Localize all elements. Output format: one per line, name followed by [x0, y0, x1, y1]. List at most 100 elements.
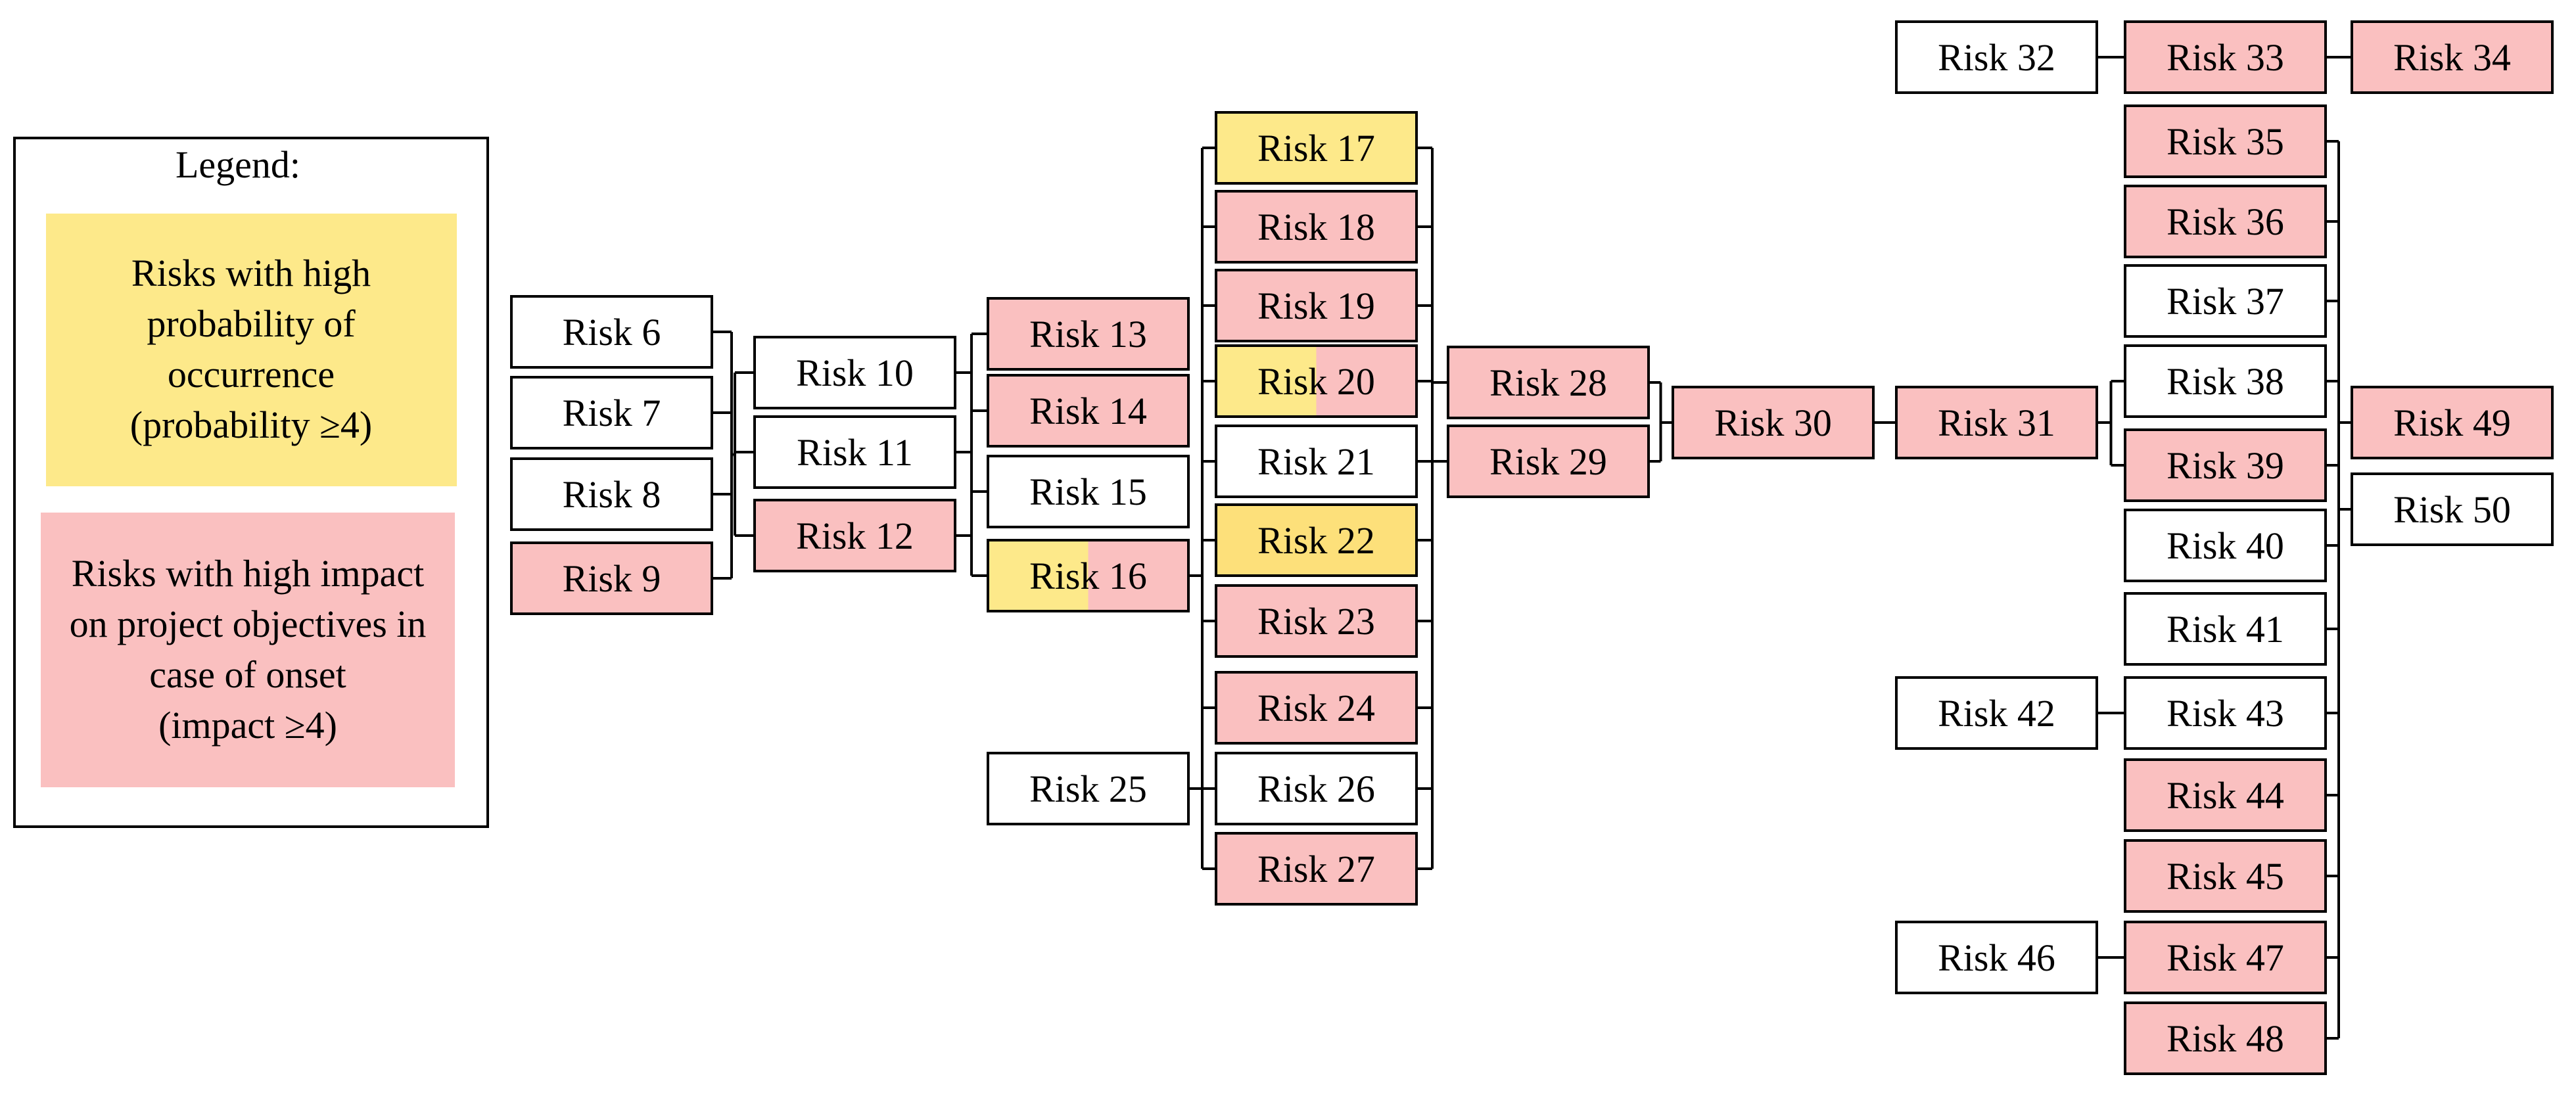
risk-box: [1215, 269, 1418, 342]
risk-box: [2124, 758, 2327, 832]
risk-box: [2351, 20, 2554, 94]
risk-box: [1447, 425, 1650, 498]
legend-impact-line-2: on project objectives in: [70, 603, 427, 645]
risk-node-6: Risk 6: [510, 295, 713, 369]
risk-node-37: Risk 37: [2124, 264, 2327, 338]
risk-label: Risk 44: [2166, 774, 2284, 817]
legend-impact-line-1: Risks with high impact: [72, 552, 425, 595]
risk-node-7: Risk 7: [510, 376, 713, 449]
legend-title: Legend:: [176, 143, 300, 186]
risk-node-12: Risk 12: [753, 499, 956, 572]
risk-node-22: Risk 22: [1215, 503, 1418, 577]
risk-label: Risk 49: [2393, 402, 2511, 444]
risk-node-48: Risk 48: [2124, 1001, 2327, 1075]
legend: Legend: Risks with high probability of o…: [13, 137, 489, 828]
legend-probability-line-1: Risks with high: [131, 252, 371, 294]
legend-probability-line-2: probability of: [147, 302, 356, 345]
risk-box: [1215, 503, 1418, 577]
risk-label: Risk 28: [1489, 361, 1607, 404]
risk-box: [2351, 472, 2554, 546]
risk-node-43: Risk 43: [2124, 676, 2327, 750]
risk-node-10: Risk 10: [753, 336, 956, 409]
risk-box: [1447, 346, 1650, 419]
risk-node-21: Risk 21: [1215, 425, 1418, 498]
risk-box: [2124, 264, 2327, 338]
risk-box: [2124, 592, 2327, 666]
risk-node-28: Risk 28: [1447, 346, 1650, 419]
risk-box: [2124, 185, 2327, 258]
risk-node-33: Risk 33: [2124, 20, 2327, 94]
risk-box: [1895, 676, 2098, 750]
risk-label: Risk 22: [1257, 519, 1375, 562]
risk-node-8: Risk 8: [510, 457, 713, 531]
risk-label: Risk 12: [796, 515, 914, 557]
risk-label: Risk 37: [2166, 280, 2284, 323]
risk-box: [1215, 190, 1418, 264]
risk-label: Risk 46: [1938, 936, 2055, 979]
risk-box: [1895, 20, 2098, 94]
legend-probability-line-4: (probability ≥4): [130, 403, 372, 446]
risk-node-35: Risk 35: [2124, 104, 2327, 178]
risk-node-32: Risk 32: [1895, 20, 2098, 94]
risk-label: Risk 7: [563, 392, 661, 434]
risk-node-41: Risk 41: [2124, 592, 2327, 666]
risk-label: Risk 31: [1938, 402, 2055, 444]
risk-label: Risk 36: [2166, 200, 2284, 243]
risk-box: [1672, 386, 1875, 459]
risk-node-34: Risk 34: [2351, 20, 2554, 94]
risk-label: Risk 21: [1257, 440, 1375, 483]
risk-box: [1895, 386, 2098, 459]
risk-box: [753, 336, 956, 409]
risk-label: Risk 30: [1714, 402, 1832, 444]
legend-probability-line-3: occurrence: [168, 353, 335, 396]
risk-label: Risk 45: [2166, 855, 2284, 898]
legend-impact-line-3: case of onset: [149, 653, 346, 696]
risk-node-29: Risk 29: [1447, 425, 1650, 498]
risk-label: Risk 32: [1938, 36, 2055, 79]
risk-label: Risk 11: [797, 431, 913, 474]
risk-node-15: Risk 15: [987, 455, 1190, 528]
risk-label: Risk 13: [1029, 313, 1147, 356]
risk-node-23: Risk 23: [1215, 584, 1418, 658]
risk-label: Risk 18: [1257, 206, 1375, 248]
risk-node-39: Risk 39: [2124, 428, 2327, 502]
risk-label: Risk 25: [1029, 768, 1147, 810]
risk-label: Risk 24: [1257, 687, 1375, 729]
risk-node-11: Risk 11: [753, 415, 956, 489]
risk-label: Risk 8: [563, 473, 661, 516]
risk-label: Risk 6: [563, 311, 661, 354]
risk-box: [1215, 671, 1418, 745]
risk-box: [1215, 425, 1418, 498]
risk-label: Risk 48: [2166, 1017, 2284, 1060]
risk-box: [510, 376, 713, 449]
risk-node-44: Risk 44: [2124, 758, 2327, 832]
risk-label: Risk 33: [2166, 36, 2284, 79]
risk-label: Risk 9: [563, 557, 661, 600]
risk-node-18: Risk 18: [1215, 190, 1418, 264]
risk-label: Risk 29: [1489, 440, 1607, 483]
risk-label: Risk 38: [2166, 360, 2284, 403]
risk-label: Risk 41: [2166, 608, 2284, 651]
risk-nodes: Risk 6 Risk 7 Risk 8 Risk 9 Risk 10 Risk 11 Ri…: [510, 20, 2554, 1075]
connectors: [712, 56, 2352, 1040]
risk-node-25: Risk 25: [987, 752, 1190, 825]
risk-label: Risk 39: [2166, 444, 2284, 487]
risk-label: Risk 20: [1257, 360, 1375, 403]
risk-node-14: Risk 14: [987, 374, 1190, 448]
risk-label: Risk 27: [1257, 848, 1375, 890]
risk-box: [2124, 428, 2327, 502]
risk-box: [1215, 111, 1418, 185]
risk-box: [2124, 344, 2327, 418]
risk-node-17: Risk 17: [1215, 111, 1418, 185]
risk-box: [2351, 386, 2554, 459]
risk-label: Risk 10: [796, 352, 914, 394]
risk-box: [1215, 584, 1418, 658]
risk-label: Risk 19: [1257, 285, 1375, 327]
risk-node-24: Risk 24: [1215, 671, 1418, 745]
risk-label: Risk 50: [2393, 488, 2511, 531]
risk-box: [987, 752, 1190, 825]
risk-label: Risk 34: [2393, 36, 2511, 79]
risk-label: Risk 14: [1029, 390, 1147, 432]
risk-node-50: Risk 50: [2351, 472, 2554, 546]
